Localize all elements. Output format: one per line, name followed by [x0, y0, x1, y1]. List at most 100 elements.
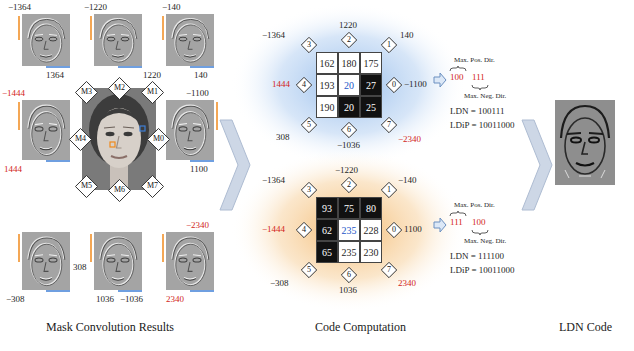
direction-number: 7 — [387, 121, 391, 130]
mask-name: M5 — [81, 182, 92, 191]
mask-name: M6 — [114, 186, 125, 195]
diamond-shape — [386, 77, 401, 92]
mask-name: M3 — [81, 88, 92, 97]
mask-diamond: M3 — [75, 81, 98, 104]
direction-diamond: 4 — [296, 222, 312, 238]
direction-number: 2 — [347, 181, 351, 190]
diamond-shape — [386, 222, 401, 237]
blue-leader — [190, 66, 214, 68]
mask-diamond: M5 — [75, 175, 98, 198]
code-braces — [450, 66, 488, 235]
flow-chevron — [522, 120, 552, 210]
response-image — [22, 100, 70, 160]
pixel-cell: 235 — [338, 219, 360, 241]
pixel-cell: 80 — [360, 197, 382, 219]
response-image — [22, 232, 70, 290]
pixel-cell: 65 — [316, 241, 338, 263]
direction-note: Max. Neg. Dir. — [464, 92, 506, 100]
code-bits: 111 — [450, 217, 463, 228]
diamond-shape — [301, 37, 316, 52]
pixel-cell: 20 — [338, 96, 360, 118]
brace — [450, 211, 466, 216]
code-bits: −1220 — [335, 165, 358, 176]
response-value: −1036 — [120, 294, 143, 305]
diamond-shape — [75, 175, 97, 197]
direction-number: 0 — [392, 226, 396, 235]
response-value: 1220 — [339, 20, 357, 31]
pixel-cell: 230 — [360, 241, 382, 263]
direction-diamond: 2 — [341, 32, 357, 48]
direction-diamond: 4 — [296, 77, 312, 93]
direction-diamond: 0 — [386, 222, 402, 238]
pixel-cell: 75 — [338, 197, 360, 219]
pixel-cell: 93 — [316, 197, 338, 219]
direction-number: 0 — [392, 81, 396, 90]
response-value: −2340 — [398, 134, 421, 145]
code-bits: 100 — [450, 72, 464, 83]
mask-name: M7 — [147, 182, 158, 191]
response-image — [166, 100, 214, 160]
mask-diamond: M6 — [108, 179, 131, 202]
blue-leader — [46, 66, 70, 68]
response-value: −1036 — [337, 140, 360, 151]
direction-number: 2 — [347, 36, 351, 45]
direction-diamond: 6 — [341, 267, 357, 283]
blue-leader — [46, 290, 70, 292]
direction-note: Max. Pos. Dir. — [454, 56, 495, 64]
orange-leader — [162, 234, 164, 262]
diamond-shape — [296, 222, 311, 237]
direction-diamond: 7 — [381, 117, 397, 133]
response-value: 1100 — [190, 164, 208, 175]
response-image — [94, 14, 142, 66]
blue-glow — [231, 3, 467, 167]
code-arrow — [434, 218, 446, 232]
code-value: LDiP = 10011000 — [450, 120, 514, 131]
diamond-shape — [381, 182, 396, 197]
response-value: 2340 — [166, 294, 184, 305]
ldn-code-image — [555, 100, 615, 185]
pixel-cell: 27 — [360, 74, 382, 96]
brace — [472, 85, 488, 90]
response-value: 1444 — [4, 164, 22, 175]
direction-number: 1 — [387, 41, 391, 50]
response-value: −1364 — [262, 30, 285, 41]
mask-diamond: M0 — [147, 128, 170, 151]
code-bits: 100 — [472, 217, 486, 228]
pixel-cell: 190 — [316, 96, 338, 118]
pixel-cell: 180 — [338, 52, 360, 74]
diamond-shape — [301, 182, 316, 197]
brace — [450, 66, 466, 71]
blue-leader — [46, 160, 70, 162]
diamond-shape — [108, 179, 130, 201]
pixel-cell: 62 — [316, 219, 338, 241]
orange-leader — [162, 16, 164, 40]
blue-leader — [190, 290, 214, 292]
direction-number: 5 — [307, 266, 311, 275]
response-value: −1220 — [84, 2, 107, 13]
pixel-marker — [140, 126, 145, 131]
mask-name: M4 — [75, 135, 86, 144]
code-arrow — [434, 73, 446, 87]
response-value: 1220 — [143, 70, 161, 81]
diamond-shape — [341, 267, 356, 282]
brace — [472, 230, 488, 235]
code-bits: 2340 — [398, 278, 416, 289]
diamond-shape — [341, 177, 356, 192]
direction-number: 7 — [387, 266, 391, 275]
direction-diamond: 0 — [386, 77, 402, 93]
orange-leader — [90, 234, 92, 262]
mask-diamond: M7 — [141, 175, 164, 198]
flow-chevron — [220, 120, 250, 210]
code-bits: 111 — [472, 72, 485, 83]
response-value: −308 — [6, 294, 25, 305]
response-value: 1364 — [46, 70, 64, 81]
direction-diamond: 6 — [341, 122, 357, 138]
pixel-cell: 162 — [316, 52, 338, 74]
direction-note: Max. Neg. Dir. — [464, 237, 506, 245]
diamond-shape — [296, 77, 311, 92]
response-image — [166, 14, 214, 66]
panel-title: Mask Convolution Results — [46, 320, 174, 334]
mask-name: M1 — [147, 88, 158, 97]
diamond-shape — [147, 128, 169, 150]
